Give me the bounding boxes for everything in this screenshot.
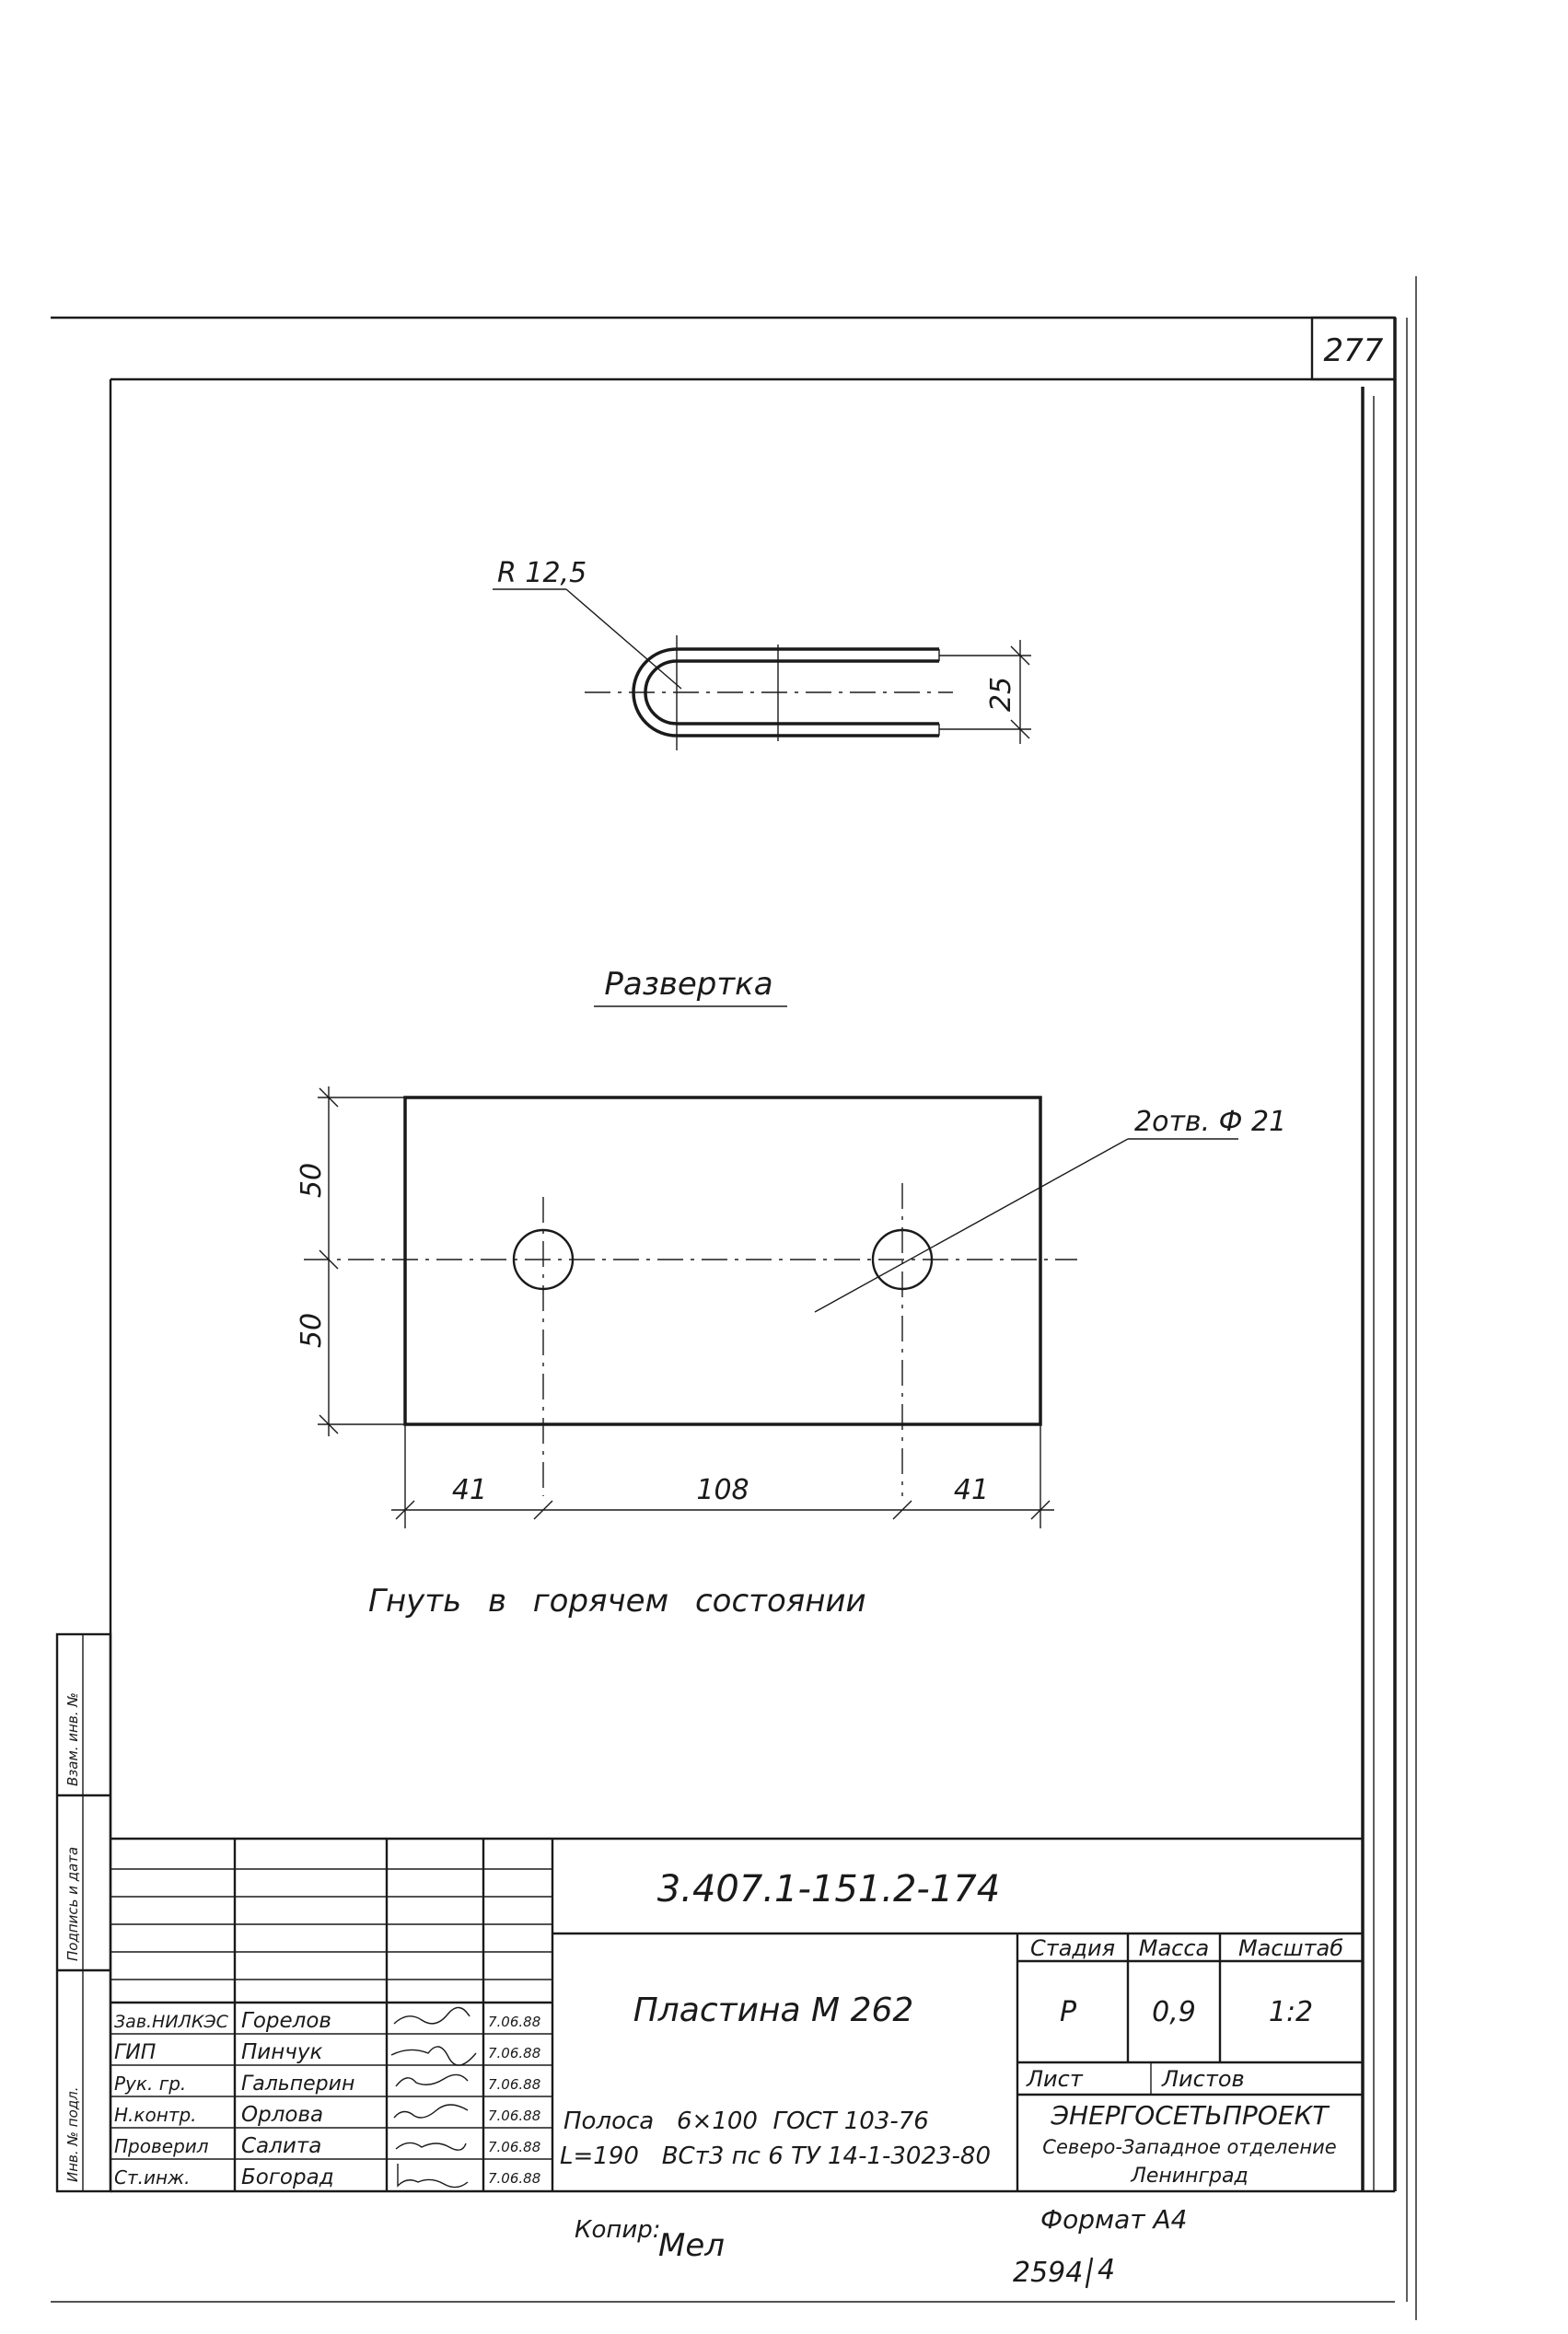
side-stamp-line2: Подпись и дата	[64, 1847, 81, 1961]
height-dimension: 25	[985, 677, 1017, 712]
scale-header: Масштаб	[1238, 1935, 1343, 1961]
org-name: ЭНЕРГОСЕТЬПРОЕКТ	[1050, 2100, 1330, 2131]
staff-role: Проверил	[114, 2135, 209, 2157]
signature	[393, 2104, 469, 2119]
staff-role: Ст.инж.	[114, 2166, 190, 2189]
staff-role: Рук. гр.	[114, 2073, 186, 2095]
signature	[390, 2046, 477, 2066]
signature	[395, 2142, 467, 2151]
hole-left	[512, 1228, 575, 1291]
signature	[395, 2073, 469, 2087]
dim-middle: 108	[696, 1474, 749, 1506]
dim-left: 41	[452, 1474, 487, 1506]
development-view: Развертка 2отв. Ф 21 50 50 41 108 41	[296, 966, 1286, 1528]
staff-row: Н.контр. Орлова 7.06.88	[114, 2103, 540, 2127]
sheets-label: Листов	[1161, 2066, 1245, 2092]
staff-row: Зав.НИЛКЭС Горелов 7.06.88	[114, 2006, 540, 2033]
staff-date: 7.06.88	[488, 2076, 540, 2093]
staff-row: Ст.инж. Богорад 7.06.88	[114, 2164, 540, 2189]
staff-date: 7.06.88	[488, 2108, 540, 2124]
holes-label: 2отв. Ф 21	[1134, 1106, 1286, 1138]
sheet-number-box: 277	[1310, 316, 1397, 381]
staff-role: ГИП	[114, 2041, 156, 2064]
side-stamp-line3: Взам. инв. №	[64, 1692, 81, 1786]
staff-name: Салита	[241, 2134, 321, 2158]
format-label: Формат А4	[1040, 2204, 1187, 2235]
staff-row: ГИП Пинчук 7.06.88	[114, 2040, 540, 2066]
material-line1: Полоса 6×100 ГОСТ 103-76	[563, 2108, 929, 2135]
copy-sign: Мел	[658, 2227, 725, 2264]
staff-name: Пинчук	[241, 2040, 322, 2064]
signature	[393, 2006, 470, 2025]
sheet-label: Лист	[1026, 2066, 1084, 2092]
staff-role: Н.контр.	[114, 2104, 197, 2126]
staff-date: 7.06.88	[488, 2170, 540, 2187]
mass-header: Масса	[1139, 1935, 1210, 1961]
plate-outline	[403, 1096, 1042, 1426]
staff-date: 7.06.88	[488, 2014, 540, 2030]
scale-value: 1:2	[1269, 1996, 1313, 2028]
doc-code: 3.407.1-151.2-174	[657, 1868, 1000, 1910]
dim-right: 41	[954, 1474, 989, 1506]
bend-view: R 12,5 25	[493, 557, 1031, 750]
staff-name: Богорад	[241, 2166, 334, 2189]
bottom-suffix: 4	[1098, 2254, 1115, 2286]
dim-top: 50	[296, 1163, 328, 1198]
radius-label: R 12,5	[497, 557, 587, 589]
org-branch: Северо-Западное отделение	[1042, 2136, 1336, 2158]
staff-role: Зав.НИЛКЭС	[114, 2012, 229, 2032]
material-line2: L=190 ВСт3 пс 6 ТУ 14-1-3023-80	[560, 2142, 991, 2170]
staff-row: Рук. гр. Гальперин 7.06.88	[114, 2073, 540, 2096]
staff-name: Орлова	[241, 2103, 323, 2127]
staff-row: Проверил Салита 7.06.88	[114, 2134, 540, 2158]
copy-label: Копир:	[575, 2216, 661, 2244]
staff-name: Горелов	[241, 2009, 331, 2033]
footer: Копир: Мел Формат А4 2594 4	[575, 2204, 1187, 2289]
sheet-number: 277	[1324, 332, 1384, 369]
title-block: 3.407.1-151.2-174 Пластина М 262 Полоса …	[110, 1837, 1363, 2191]
bending-note: Гнуть в горячем состоянии	[368, 1583, 866, 1620]
org-city: Ленинград	[1130, 2165, 1248, 2188]
development-title: Развертка	[604, 966, 772, 1003]
staff-date: 7.06.88	[488, 2045, 540, 2061]
staff-date: 7.06.88	[488, 2139, 540, 2155]
item-name: Пластина М 262	[633, 1991, 914, 2029]
dim-bottom: 50	[296, 1313, 328, 1348]
hole-right	[871, 1228, 934, 1291]
signature	[397, 2164, 469, 2189]
sheet-frame	[51, 276, 1417, 2320]
side-stamp-line1: Инв. № подл.	[64, 2087, 81, 2182]
mass-value: 0,9	[1152, 1996, 1196, 2028]
bottom-number: 2594	[1013, 2257, 1083, 2289]
staff-name: Гальперин	[241, 2073, 354, 2096]
stage-value: Р	[1060, 1996, 1077, 2028]
side-stamp: Инв. № подл. Подпись и дата Взам. инв. №	[55, 1632, 112, 2193]
stage-header: Стадия	[1030, 1935, 1115, 1961]
